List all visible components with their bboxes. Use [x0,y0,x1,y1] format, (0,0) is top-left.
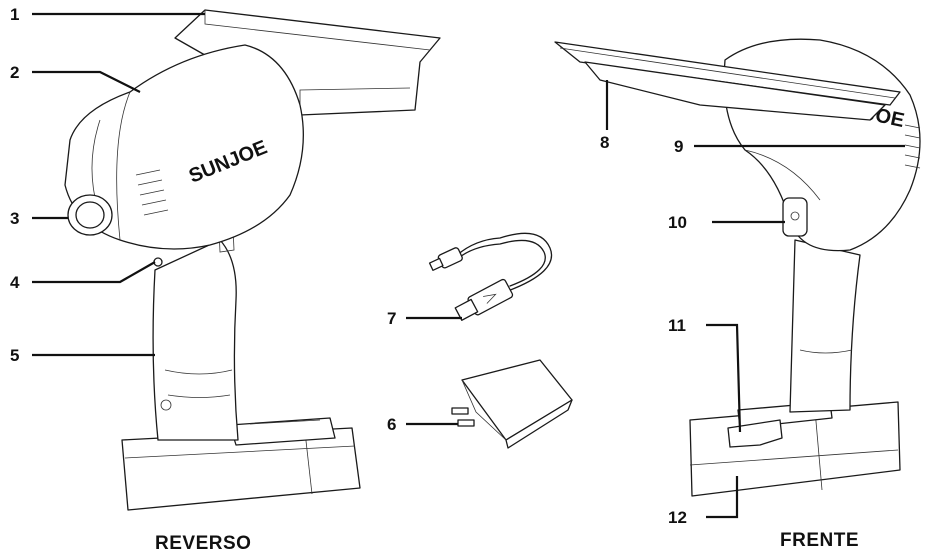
reverse-view-device: SUNJOE [64,9,441,511]
callout-11: 11 [668,316,686,335]
air-vent-reverse [135,169,169,216]
usb-cable [428,232,553,321]
callout-8: 8 [600,133,609,152]
power-adapter [451,359,573,449]
power-button[interactable] [782,197,808,237]
caption-reverse: REVERSO [155,533,251,553]
callout-9: 9 [674,137,683,156]
callout-3: 3 [10,209,19,228]
callout-6: 6 [387,415,396,434]
handle-front [789,239,861,413]
air-vent-front [904,124,921,169]
usb-a-plug [454,278,514,321]
leader-lines [32,12,905,519]
battery-pack-front [689,401,901,497]
callout-numbers: 1 2 3 4 5 6 7 8 9 10 11 12 [10,5,687,527]
callout-1: 1 [10,5,19,24]
battery-pack-reverse [121,417,361,511]
front-view-device: SUNJOE [554,38,921,497]
battery-release-button[interactable] [727,419,783,448]
handle-reverse [152,204,239,441]
callout-5: 5 [10,346,19,365]
callout-10: 10 [668,213,687,232]
callout-4: 4 [10,273,20,292]
callout-12: 12 [668,508,687,527]
motor-body-reverse: SUNJOE [64,44,304,250]
caption-front: FRENTE [780,530,859,551]
micro-usb-plug [428,247,463,271]
exhaust-port [67,194,113,236]
charging-port [153,257,163,267]
callout-2: 2 [10,63,19,82]
callout-7: 7 [387,309,396,328]
